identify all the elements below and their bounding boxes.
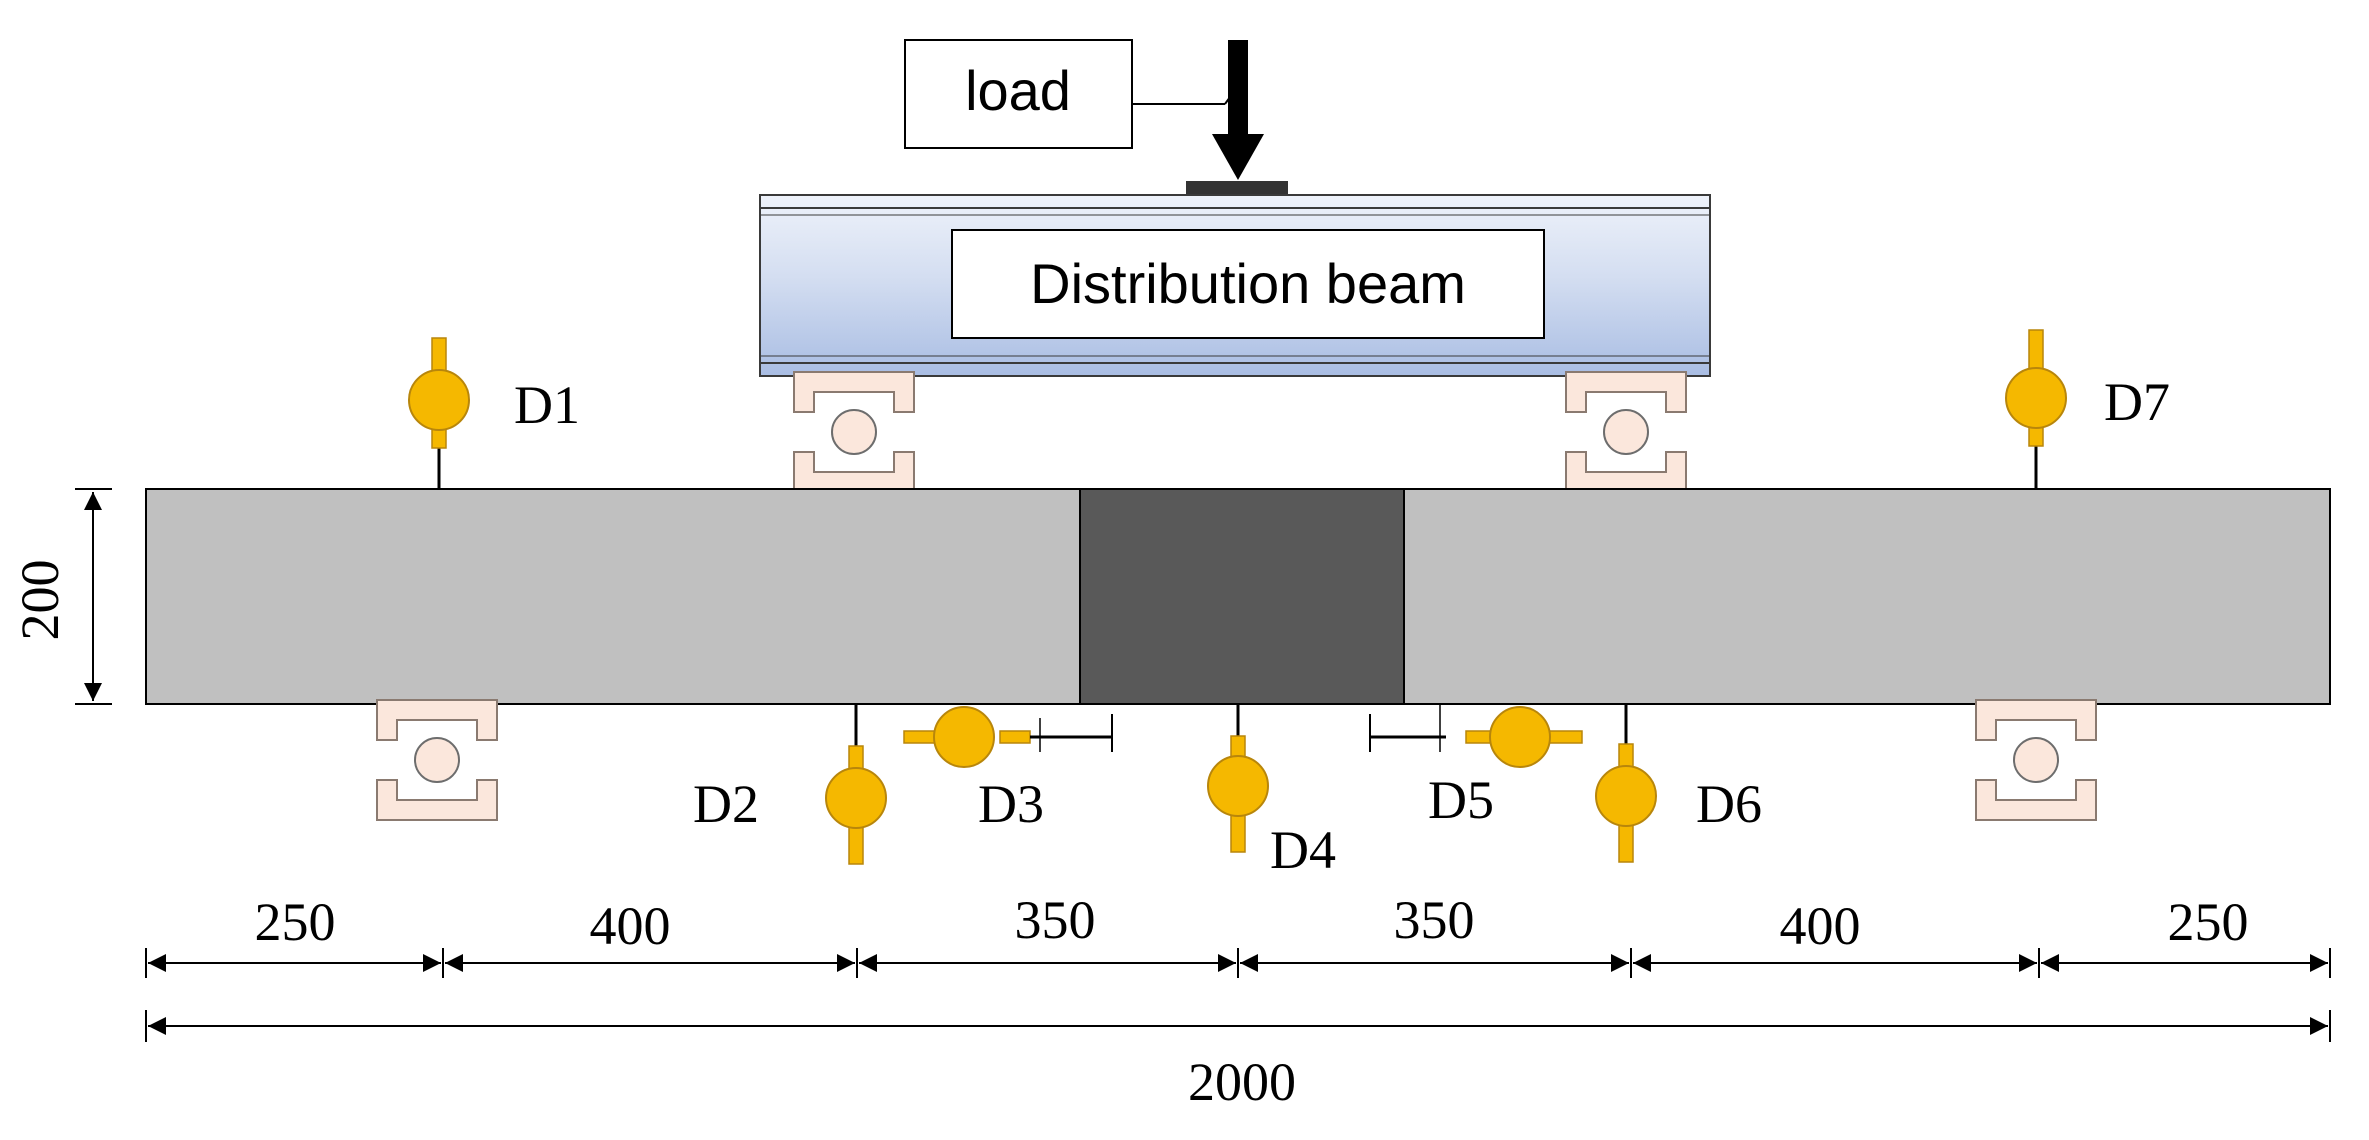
gauge-d2: D2 (693, 704, 887, 865)
height-label: 200 (10, 560, 70, 641)
load-label: load (965, 59, 1071, 122)
gauge-d2-label: D2 (693, 774, 759, 834)
gauge-d3-label: D3 (978, 774, 1044, 834)
gauge-d7: D7 (2005, 329, 2170, 489)
dial-gauge-icon (825, 767, 887, 829)
load-arrow-icon (1212, 134, 1264, 180)
distribution-beam-label: Distribution beam (1030, 252, 1466, 315)
dial-gauge-icon (2005, 367, 2067, 429)
segment-label-6: 250 (2168, 892, 2249, 952)
dial-gauge-icon (408, 369, 470, 431)
total-length-label: 2000 (1188, 1052, 1296, 1112)
lower-support-right (1975, 699, 2097, 821)
segment-label-1: 250 (255, 892, 336, 952)
gauge-d3: D3 (903, 706, 1113, 834)
height-dimension: 200 (10, 488, 112, 705)
gauge-d1: D1 (408, 337, 580, 489)
test-beam (145, 488, 2331, 705)
gauge-d6-label: D6 (1696, 774, 1762, 834)
center-segment (1079, 488, 1405, 705)
gauge-d6: D6 (1595, 704, 1762, 863)
segment-label-3: 350 (1015, 890, 1096, 950)
gauge-d4: D4 (1207, 704, 1336, 880)
total-dimension: 2000 (145, 1010, 2331, 1112)
dial-gauge-icon (1207, 755, 1269, 817)
load-indicator: load (904, 39, 1264, 180)
upper-support-right (1565, 371, 1687, 493)
upper-support-left (793, 371, 915, 493)
segment-label-2: 400 (590, 896, 671, 956)
gauge-d1-label: D1 (514, 375, 580, 435)
segment-label-4: 350 (1394, 890, 1475, 950)
dial-gauge-icon (1489, 706, 1551, 768)
dial-gauge-icon (1595, 765, 1657, 827)
segment-label-5: 400 (1780, 896, 1861, 956)
lower-support-left (376, 699, 498, 821)
segment-dimensions: 250 400 350 350 400 250 (145, 890, 2331, 978)
gauge-d7-label: D7 (2104, 372, 2170, 432)
distribution-beam: Distribution beam (759, 181, 1711, 377)
dial-gauge-icon (933, 706, 995, 768)
gauge-d5: D5 (1369, 704, 1583, 830)
gauge-d5-label: D5 (1428, 770, 1494, 830)
gauge-d4-label: D4 (1270, 820, 1336, 880)
